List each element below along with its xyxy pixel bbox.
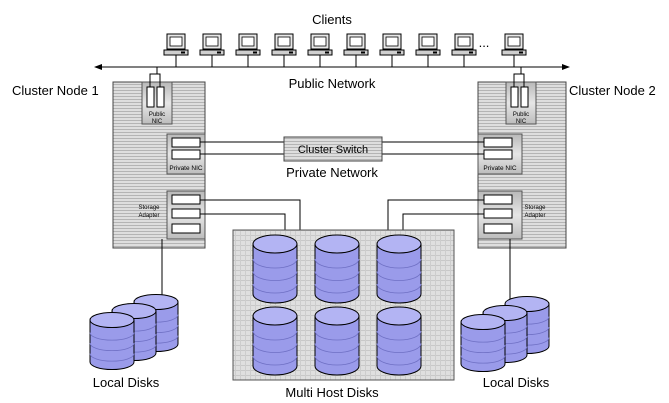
public-network-arrow-right [562, 64, 570, 70]
clients-ellipsis: ... [479, 35, 490, 50]
disk-cylinder-icon [314, 234, 360, 304]
node-1-storage-port [171, 194, 201, 205]
node-1-private-port [171, 137, 201, 148]
node-1-nic-port [146, 86, 155, 108]
multi-host-disks [252, 234, 422, 376]
node-1-private-port [171, 149, 201, 160]
node-1-public-nic-label: NIC [152, 119, 163, 125]
private-network-label: Private Network [286, 165, 378, 180]
node-2-nic-port [510, 86, 519, 108]
disk-cylinder-icon [252, 234, 298, 304]
disk-cylinder-icon [252, 306, 298, 376]
disk-cylinder-icon [460, 313, 506, 373]
desktop-computer-icon [451, 33, 477, 67]
clients-label: Clients [312, 12, 352, 27]
public-nic-links [149, 67, 525, 87]
desktop-computer-icon [307, 33, 333, 67]
node-2-private-nic-label: Private NIC [483, 165, 517, 172]
desktop-computer-icon [415, 33, 441, 67]
node-1-storage-label: Adapter [138, 213, 159, 219]
disk-cylinder-icon [314, 306, 360, 376]
disk-cylinder-icon [376, 234, 422, 304]
node-2-private-port [483, 149, 513, 160]
local-disks-right-label: Local Disks [483, 375, 550, 390]
node-1-storage-port [171, 223, 201, 234]
cluster-switch-label: Cluster Switch [298, 144, 368, 156]
multi-host-disks-label: Multi Host Disks [285, 385, 379, 400]
cluster-node-1: Public NIC Private NIC Storage Adapter [112, 81, 206, 249]
node-2-storage-label: Storage [524, 205, 546, 211]
local-disks-left [89, 293, 179, 371]
node-1-private-nic-label: Private NIC [169, 165, 203, 172]
node-2-public-nic-label: NIC [516, 119, 527, 125]
desktop-computer-icon [379, 33, 405, 67]
private-network-links [200, 141, 484, 155]
node-1-storage-port [171, 208, 201, 219]
node-1-public-nic-label: Public [149, 112, 165, 118]
node-1-nic-port [156, 86, 165, 108]
desktop-computer-icon [343, 33, 369, 67]
desktop-computer-icon [501, 33, 527, 67]
local-disks-left-label: Local Disks [93, 375, 160, 390]
cluster-node-2-label: Cluster Node 2 [569, 83, 656, 98]
public-network-label: Public Network [289, 76, 376, 91]
desktop-computer-icon [235, 33, 261, 67]
node-2-private-port [483, 137, 513, 148]
node-2-nic-port [520, 86, 529, 108]
node-2-storage-label: Adapter [524, 213, 545, 219]
desktop-computer-icon [163, 33, 189, 67]
desktop-computer-icon [199, 33, 225, 67]
disk-cylinder-icon [89, 311, 135, 371]
node-2-storage-port [483, 208, 513, 219]
cluster-switch [283, 136, 383, 162]
public-network-arrow-left [94, 64, 102, 70]
node-1-storage-label: Storage [138, 205, 160, 211]
disk-cylinder-icon [376, 306, 422, 376]
node-2-storage-port [483, 194, 513, 205]
cluster-node-2: Public NIC Private NIC Storage Adapter [477, 81, 567, 249]
storage-links [161, 199, 511, 302]
cluster-node-1-label: Cluster Node 1 [12, 83, 99, 98]
node-2-storage-port [483, 223, 513, 234]
clients-row [163, 33, 527, 67]
local-disks-right [460, 295, 550, 373]
node-2-public-nic-label: Public [513, 112, 529, 118]
desktop-computer-icon [271, 33, 297, 67]
